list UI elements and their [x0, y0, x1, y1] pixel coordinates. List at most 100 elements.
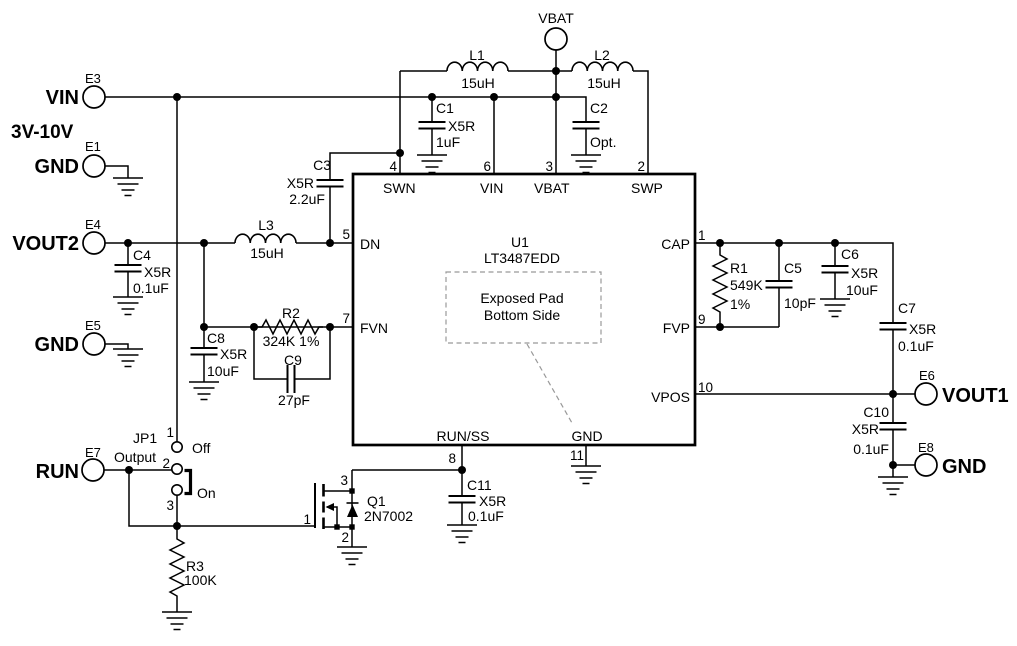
pin-num-gnd: 11	[570, 448, 584, 463]
junction-dot	[552, 67, 560, 75]
terminal-e4: E4 VOUT2	[12, 217, 106, 255]
junction-dot	[173, 93, 181, 101]
pin-num-fvn: 7	[342, 311, 350, 326]
e4-name-label: VOUT2	[12, 233, 79, 255]
c11-type-label: X5R	[479, 493, 506, 509]
terminal-e7: E7 RUN	[36, 445, 105, 483]
e5-ground-symbol	[112, 348, 144, 368]
c8-ground-symbol	[188, 381, 220, 401]
c9-value-label: 27pF	[278, 392, 310, 408]
c1-value-label: 1uF	[436, 134, 460, 150]
c1-ref-label: C1	[436, 100, 454, 116]
resistors: R1 549K 1% R2 324K 1% R3 100K	[161, 243, 763, 631]
r2-value-label: 324K 1%	[263, 333, 320, 349]
ic-ref-label: U1	[511, 234, 529, 250]
c6-ref-label: C6	[841, 246, 859, 262]
pin-num-vin: 6	[483, 159, 491, 174]
e5-turret	[82, 332, 106, 356]
e1-ref-label: E1	[85, 139, 101, 154]
c4-plates	[113, 264, 143, 273]
r1-ref-label: R1	[730, 260, 748, 276]
c1-ground-symbol	[416, 154, 448, 174]
terminal-e6: E6 VOUT1	[914, 368, 1009, 407]
r1-value-label: 549K	[730, 277, 763, 293]
c6-value-label: 10uF	[846, 282, 878, 298]
c11-ground-symbol	[446, 524, 478, 544]
q1-source-num: 2	[341, 530, 349, 545]
junction-dot	[716, 323, 724, 331]
c2-plates	[571, 121, 601, 130]
e8-ref-label: E8	[918, 440, 934, 455]
inductor-l2: L2 15uH	[571, 47, 634, 91]
junction-dot	[716, 239, 724, 247]
c4-type-label: X5R	[144, 264, 171, 280]
q1-part-label: 2N7002	[364, 508, 413, 524]
l1-value-label: 15uH	[461, 75, 494, 91]
q1-diode-triangle	[347, 504, 358, 517]
capacitor-c8: C8 X5R 10uF	[188, 330, 247, 401]
c1-plates	[417, 121, 447, 130]
pin-name-dn: DN	[360, 236, 380, 252]
c11-value-label: 0.1uF	[468, 508, 504, 524]
jp1-on-label: On	[197, 485, 216, 501]
c2-value-label: Opt.	[590, 134, 616, 150]
wire-c10	[892, 394, 915, 477]
c6-ground-symbol	[819, 298, 851, 318]
ic-body	[351, 172, 697, 447]
pin-name-cap: CAP	[661, 236, 690, 252]
capacitor-c3: C3 X5R 2.2uF	[287, 157, 345, 207]
e8-name-label: GND	[942, 456, 986, 478]
pin-name-vpos: VPOS	[651, 389, 690, 405]
q1-ground-symbol	[336, 546, 368, 566]
c7-type-label: X5R	[909, 321, 936, 337]
jp1-off-label: Off	[192, 440, 211, 456]
pin-num-vbat: 3	[545, 159, 553, 174]
wire-vin-rail	[105, 96, 587, 122]
capacitor-c5: C5 10pF	[764, 260, 816, 311]
c7-plates	[878, 322, 908, 331]
junction-dot	[831, 239, 839, 247]
c10-value-label: 0.1uF	[853, 441, 889, 457]
exposed-pad-note-line1: Exposed Pad	[480, 290, 563, 306]
capacitor-c6: C6 X5R 10uF	[819, 246, 878, 318]
junction-dot	[428, 93, 436, 101]
jp1-pin3-pad	[171, 483, 184, 496]
junction-dots	[124, 67, 897, 530]
capacitor-c4: C4 X5R 0.1uF	[112, 247, 171, 316]
c7-value-label: 0.1uF	[898, 338, 934, 354]
inductor-l1: L1 15uH	[446, 47, 509, 91]
r3-value-label: 100K	[184, 572, 217, 588]
junction-dot	[250, 323, 258, 331]
terminal-e8: E8 GND	[877, 440, 986, 496]
junction-dot	[889, 461, 897, 469]
terminal-e5: E5 GND	[35, 318, 144, 368]
terminal-vbat: VBAT	[538, 10, 574, 51]
l3-coil	[234, 233, 297, 244]
c8-value-label: 10uF	[207, 363, 239, 379]
junction-dot	[396, 149, 404, 157]
l3-ref-label: L3	[258, 217, 274, 233]
e6-ref-label: E6	[919, 368, 935, 383]
pin-num-swn: 4	[389, 159, 397, 174]
r2-zigzag	[254, 318, 323, 336]
resistor-r2: R2 324K 1%	[254, 305, 323, 349]
e4-turret	[82, 231, 106, 255]
wire-swn-l1-l2	[399, 70, 649, 174]
capacitor-c7: C7 X5R 0.1uF	[878, 300, 936, 354]
pin-num-runss: 8	[448, 451, 456, 466]
l2-ref-label: L2	[594, 47, 610, 63]
r1-tol-label: 1%	[730, 296, 750, 312]
c5-plates	[764, 280, 794, 289]
c9-ref-label: C9	[284, 352, 302, 368]
exposed-pad-note-line2: Bottom Side	[484, 307, 560, 323]
vbat-turret	[544, 27, 568, 51]
capacitor-c2: C2 Opt.	[570, 100, 616, 174]
c8-type-label: X5R	[220, 346, 247, 362]
c4-ref-label: C4	[133, 247, 151, 263]
q1-drain-num: 3	[340, 473, 348, 488]
junction-dot	[889, 390, 897, 398]
c11-ref-label: C11	[467, 477, 492, 493]
e1-name-label: GND	[35, 156, 79, 178]
l2-coil	[571, 61, 634, 72]
c4-value-label: 0.1uF	[133, 280, 169, 296]
